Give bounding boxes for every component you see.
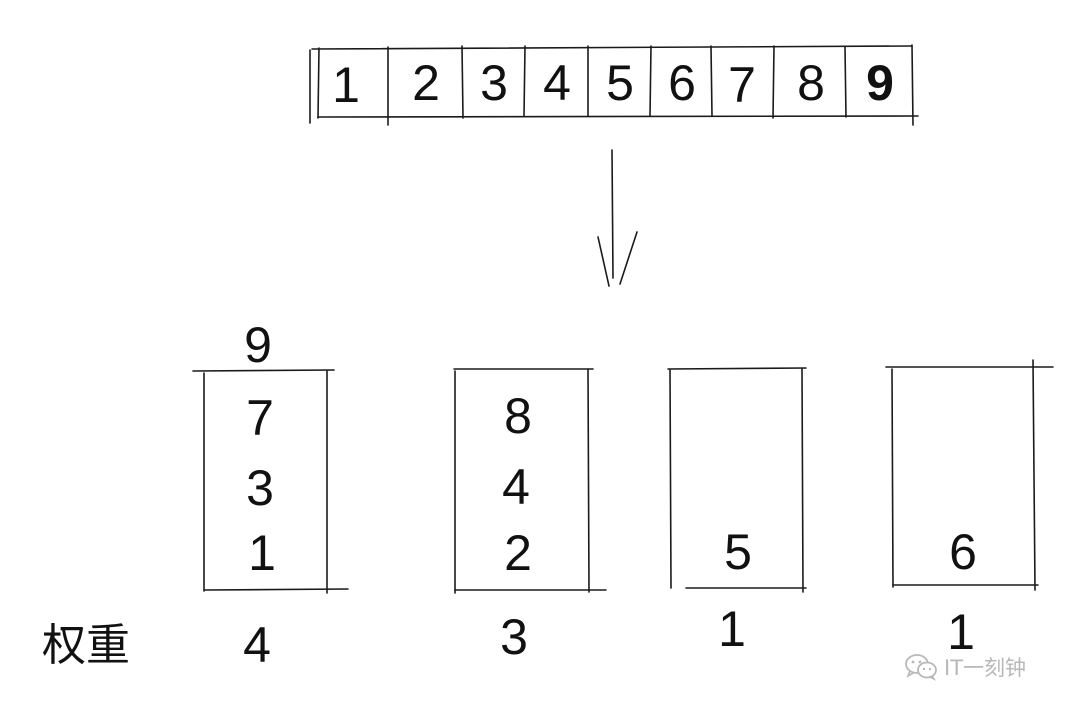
array-cell-9: 9 (866, 55, 894, 111)
wechat-icon (905, 654, 937, 681)
watermark: IT一刻钟 (904, 652, 1026, 682)
bucket-2-weight: 3 (500, 609, 528, 665)
array-cell-2: 2 (412, 55, 440, 111)
bucket-4-frame (885, 359, 1054, 591)
bucket-1-overflow: 9 (244, 317, 272, 373)
bucket-4-weight: 1 (947, 604, 975, 660)
bucket-2-item-2: 4 (502, 459, 530, 515)
bucket-2-item-3: 2 (504, 525, 532, 581)
array-cell-3: 3 (480, 55, 508, 111)
bucket-2-item-1: 8 (504, 388, 532, 444)
bucket-3-frame (667, 367, 807, 593)
bucket-1-item-3: 1 (248, 525, 276, 581)
array-cell-7: 7 (728, 57, 756, 113)
bucket-3-item-1: 5 (724, 524, 752, 580)
bucket-1-weight: 4 (243, 617, 271, 673)
array-cell-1: 1 (332, 57, 360, 113)
bucket-4-item-1: 6 (949, 524, 977, 580)
array-cell-5: 5 (606, 55, 634, 111)
weight-label: 权重 (42, 620, 130, 671)
array-cell-6: 6 (668, 55, 696, 111)
top-array-frame (309, 44, 919, 126)
watermark-text: IT一刻钟 (944, 656, 1027, 680)
bucket-3-weight: 1 (718, 601, 746, 657)
bucket-1-item-1: 7 (246, 390, 274, 446)
array-cell-4: 4 (543, 55, 571, 111)
bucket-1-frame (192, 369, 349, 594)
bucket-1-item-2: 3 (246, 460, 274, 516)
bucket-2-frame (453, 368, 607, 594)
down-arrow (597, 149, 638, 287)
array-cell-8: 8 (797, 55, 825, 111)
